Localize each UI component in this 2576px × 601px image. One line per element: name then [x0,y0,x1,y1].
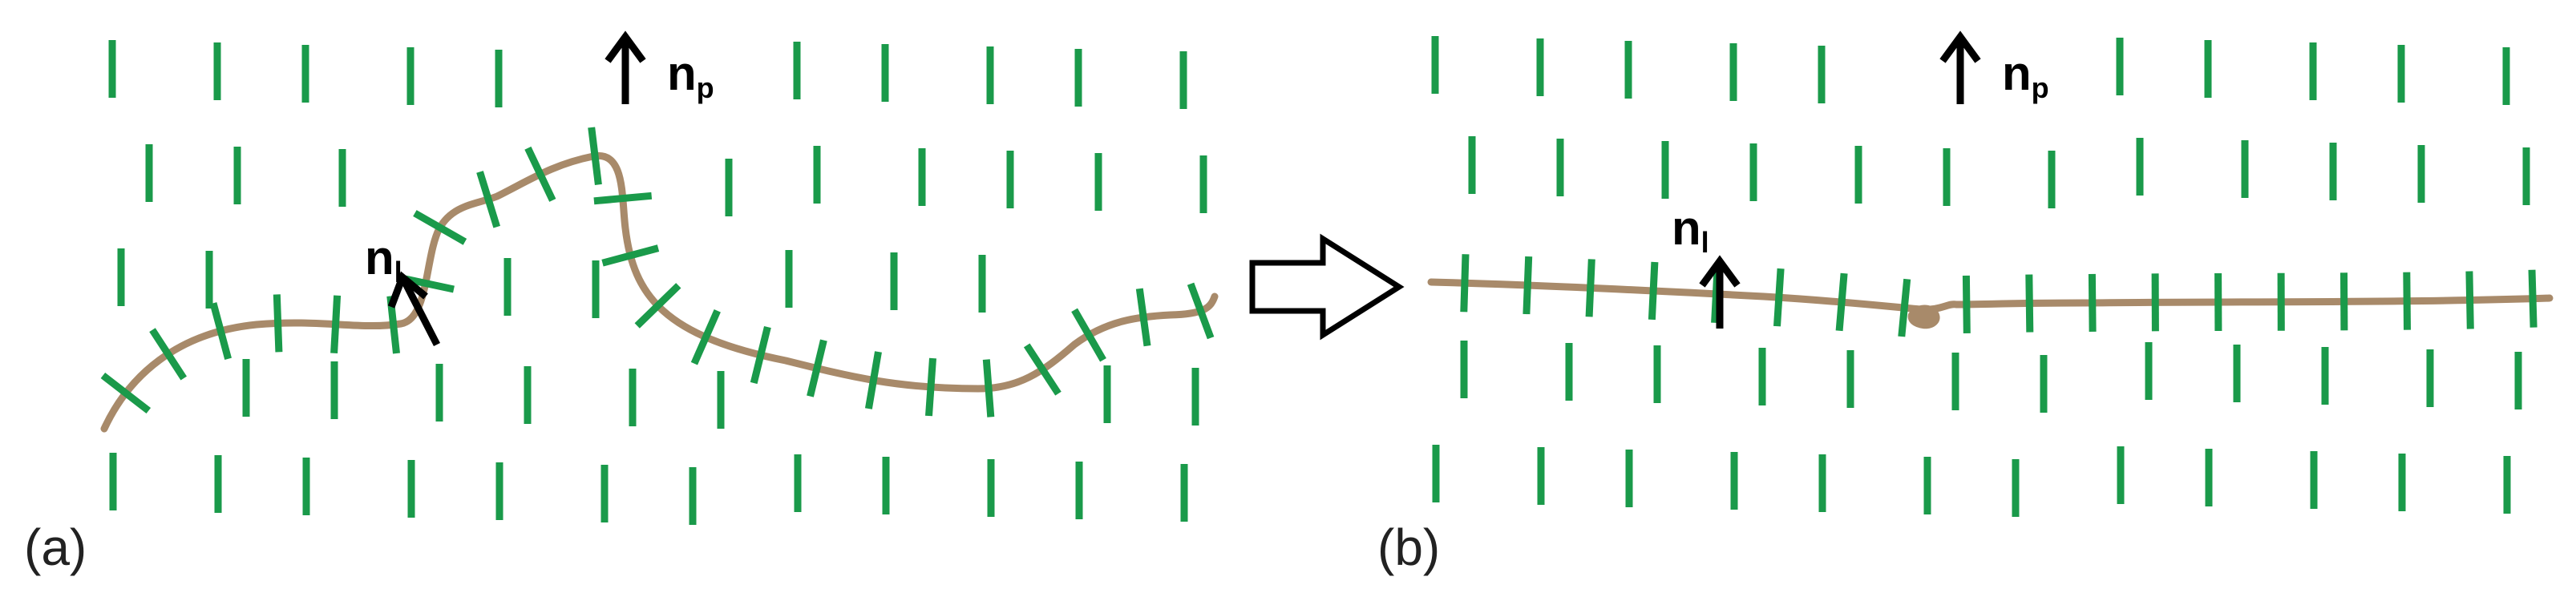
fiber-director-rod [2403,272,2411,330]
fiber-directors-b [1460,254,2538,337]
nl-arrow-a [387,271,441,347]
fiber-director-rod [1023,343,1062,396]
np-label-b: np [2002,46,2049,104]
nl-arrow-b [1699,255,1741,329]
fiber-director-rod [209,302,232,360]
fiber-director-rod [925,357,936,417]
fiber-director-rod [273,294,283,353]
fiber-director-rod [476,171,501,228]
fiber-director-rod [330,295,342,353]
panel-b: np nl (b) [1377,30,2554,576]
background-directors-b [1431,36,2530,517]
panel-a: np nl (a) [24,30,1219,576]
fiber-director-rod [100,372,152,414]
fiber-director-rod [2088,273,2097,332]
nl-label-b: nl [1672,201,1709,259]
fiber-director-rod [864,351,882,409]
fiber-director-rod [524,146,556,202]
fiber-director-rod [750,326,771,385]
fiber-director-rod [1460,254,1470,313]
fiber-director-rod [1071,308,1106,362]
np-arrow-a [605,30,646,104]
fiber-director-rod [634,283,681,329]
fiber-line-b [1427,278,2554,313]
fiber-director-rod [1835,272,1848,332]
hollow-right-arrow-icon [1249,233,1405,341]
background-directors-a [108,40,1207,525]
np-label-a: np [667,46,714,104]
fiber-director-rod [2465,271,2474,329]
fiber-director-rod [1135,288,1151,347]
panel-label-b: (b) [1377,518,1440,576]
fiber-curve-a [100,152,1219,433]
fiber-director-rod [690,309,721,365]
fiber-director-rod [1187,282,1215,340]
fiber-director-rod [1648,261,1659,321]
fiber-director-rod [413,210,467,245]
np-arrow-b [1939,30,1981,104]
nl-label-a: nl [365,231,402,288]
fiber-director-rod [2528,269,2538,328]
fiber-director-rod [593,192,653,205]
fiber-director-rod [1898,278,1911,337]
fiber-director-rod [149,328,187,381]
panel-label-a: (a) [24,518,87,576]
fiber-director-rod [601,244,660,267]
fiber-director-rod [2025,274,2034,333]
fiber-director-rod [982,359,995,417]
fiber-director-rod [588,127,602,185]
fiber-director-rod [1773,268,1785,327]
fiber-director-rod [1585,259,1595,317]
fiber-director-rod [807,339,827,397]
fiber-director-rod [1523,256,1533,315]
fiber-director-rod [1962,275,1971,333]
fiber-knot-b [1907,305,1940,329]
